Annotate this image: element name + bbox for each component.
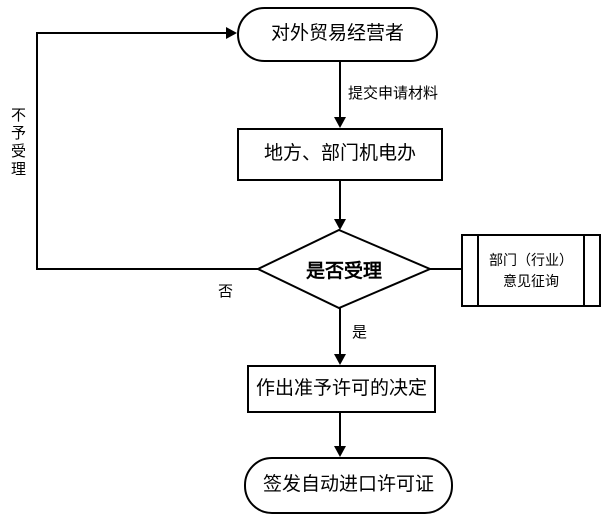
consult-label-line2: 意见征询 xyxy=(503,272,559,289)
arrowhead-into-office xyxy=(334,117,346,128)
process-approve-node: 作出准予许可的决定 xyxy=(247,365,436,413)
decision-label: 是否受理 xyxy=(305,260,382,282)
terminator-issue-node: 签发自动进口许可证 xyxy=(244,457,453,514)
edge-label-submit: 提交申请材料 xyxy=(348,85,439,102)
terminator-issue-label: 签发自动进口许可证 xyxy=(262,474,434,496)
arrowhead-into-start xyxy=(226,27,237,39)
arrowhead-into-approve xyxy=(334,354,346,365)
predefined-process-consult-node: 部门（行业） 意见征询 xyxy=(461,234,601,307)
edge-label-no: 否 xyxy=(218,283,234,300)
decision-node-shape xyxy=(255,228,433,310)
terminator-start-node: 对外贸易经营者 xyxy=(237,7,438,62)
consult-label-line1: 部门（行业） xyxy=(489,251,573,268)
terminator-start-label: 对外贸易经营者 xyxy=(270,23,404,45)
process-approve-label: 作出准予许可的决定 xyxy=(255,377,427,399)
process-office-node: 地方、部门机电办 xyxy=(237,128,443,181)
decision-node-label-box: 是否受理 xyxy=(258,230,430,308)
arrowhead-into-decision xyxy=(334,219,346,230)
edge-label-reject: 不予受理 xyxy=(9,107,26,179)
process-office-label: 地方、部门机电办 xyxy=(263,143,416,165)
edge-label-yes: 是 xyxy=(352,324,368,341)
consult-label: 部门（行业） 意见征询 xyxy=(489,250,573,292)
arrowhead-into-issue xyxy=(334,446,346,457)
